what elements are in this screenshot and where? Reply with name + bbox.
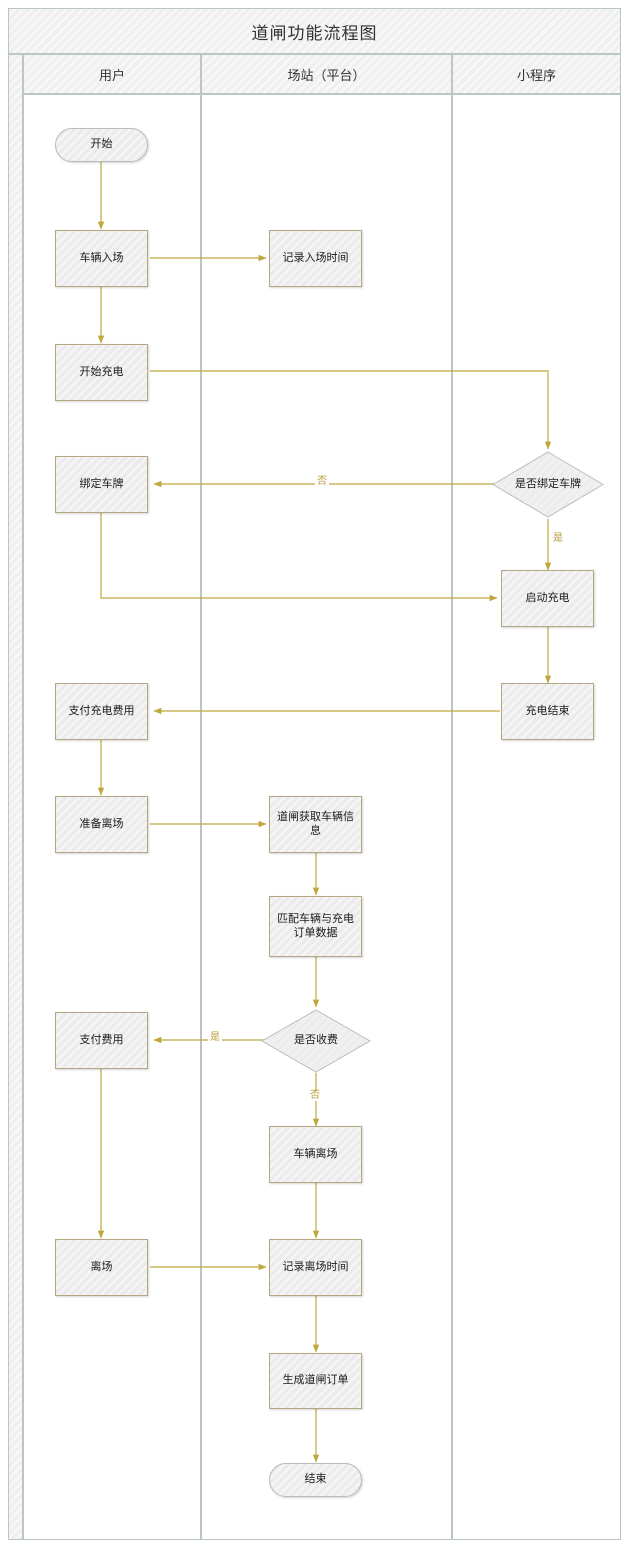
- edge-label-isbound-no: 否: [315, 476, 329, 487]
- node-start-charging[interactable]: 启动充电: [501, 570, 594, 627]
- node-label: 是否收费: [294, 1034, 338, 1047]
- edge-label-ischarge-no: 否: [308, 1090, 322, 1101]
- node-generate-gate-order[interactable]: 生成道闸订单: [269, 1353, 362, 1409]
- node-bind-plate[interactable]: 绑定车牌: [55, 456, 148, 513]
- pool-side-band: [8, 54, 23, 1540]
- lane-body-miniapp: [452, 94, 621, 1540]
- node-leave[interactable]: 离场: [55, 1239, 148, 1296]
- node-match-vehicle-order-data[interactable]: 匹配车辆与充电订单数据: [269, 896, 362, 957]
- node-charging-finished[interactable]: 充电结束: [501, 683, 594, 740]
- diamond-shape-icon: [492, 451, 604, 518]
- node-prepare-leave[interactable]: 准备离场: [55, 796, 148, 853]
- node-begin-charging[interactable]: 开始充电: [55, 344, 148, 401]
- node-pay-charging-fee[interactable]: 支付充电费用: [55, 683, 148, 740]
- node-label: 是否绑定车牌: [515, 477, 581, 490]
- lane-header-station: 场站（平台）: [201, 54, 452, 94]
- edge-label-isbound-yes: 是: [551, 533, 565, 544]
- node-end[interactable]: 结束: [269, 1463, 362, 1497]
- node-pay-fee[interactable]: 支付费用: [55, 1012, 148, 1069]
- node-vehicle-enter[interactable]: 车辆入场: [55, 230, 148, 287]
- edge-label-ischarge-yes: 是: [208, 1032, 222, 1043]
- node-is-plate-bound[interactable]: 是否绑定车牌: [491, 450, 605, 519]
- node-start[interactable]: 开始: [55, 128, 148, 162]
- node-record-exit-time[interactable]: 记录离场时间: [269, 1239, 362, 1296]
- diamond-shape-icon: [260, 1009, 372, 1073]
- node-vehicle-leave[interactable]: 车辆离场: [269, 1126, 362, 1183]
- lane-header-user: 用户: [23, 54, 201, 94]
- node-gate-read-vehicle-info[interactable]: 道闸获取车辆信息: [269, 796, 362, 853]
- node-is-chargeable[interactable]: 是否收费: [260, 1008, 372, 1074]
- node-record-entry-time[interactable]: 记录入场时间: [269, 230, 362, 287]
- diagram-title: 道闸功能流程图: [8, 8, 621, 54]
- lane-header-miniapp: 小程序: [452, 54, 621, 94]
